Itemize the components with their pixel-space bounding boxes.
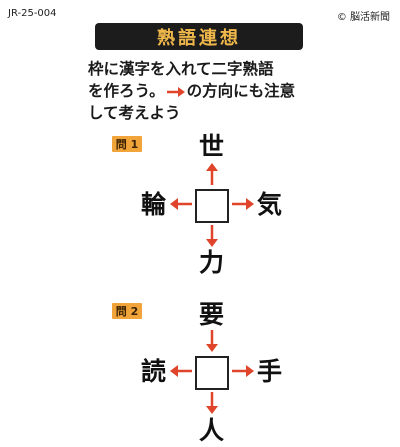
q1-right-kanji: 気 (257, 190, 283, 219)
puzzle-title: 熟語連想 (157, 27, 241, 49)
q2-bottom-kanji: 人 (199, 416, 225, 445)
q2-answer-box[interactable] (195, 356, 229, 390)
title-banner: 熟語連想 (95, 23, 303, 50)
instruction-line-2: を作ろう。 の方向にも注意 (88, 80, 358, 102)
instruction-line-3: して考えよう (88, 104, 181, 122)
q2-arrow-down-2-icon (206, 392, 218, 414)
arrow-right-icon (166, 86, 185, 97)
instruction-line-2b: の方向にも注意 (186, 82, 296, 100)
q2-arrow-down-icon (206, 330, 218, 352)
q2-left-kanji: 読 (141, 357, 167, 386)
copyright-credit: © 脳活新聞 (336, 12, 390, 23)
q1-arrow-right-icon (232, 198, 254, 210)
question-2-label: 問 2 (112, 303, 142, 319)
instructions-text: 枠に漢字を入れて二字熟語 を作ろう。 の方向にも注意 して考えよう (88, 58, 358, 124)
instruction-line-2a: を作ろう。 (88, 82, 165, 100)
q1-arrow-left-icon (170, 198, 192, 210)
q1-answer-box[interactable] (195, 189, 229, 223)
question-1-label: 問 1 (112, 136, 142, 152)
q1-top-kanji: 世 (199, 132, 225, 161)
puzzle-code: JR-25-004 (8, 8, 57, 19)
q1-left-kanji: 輪 (141, 190, 167, 219)
q1-bottom-kanji: 力 (199, 248, 225, 277)
q1-arrow-up-icon (206, 163, 218, 185)
q2-right-kanji: 手 (257, 357, 283, 386)
q2-top-kanji: 要 (199, 300, 225, 329)
q1-arrow-down-icon (206, 225, 218, 247)
q2-arrow-left-icon (170, 365, 192, 377)
q2-arrow-right-icon (232, 365, 254, 377)
instruction-line-1: 枠に漢字を入れて二字熟語 (88, 60, 274, 78)
